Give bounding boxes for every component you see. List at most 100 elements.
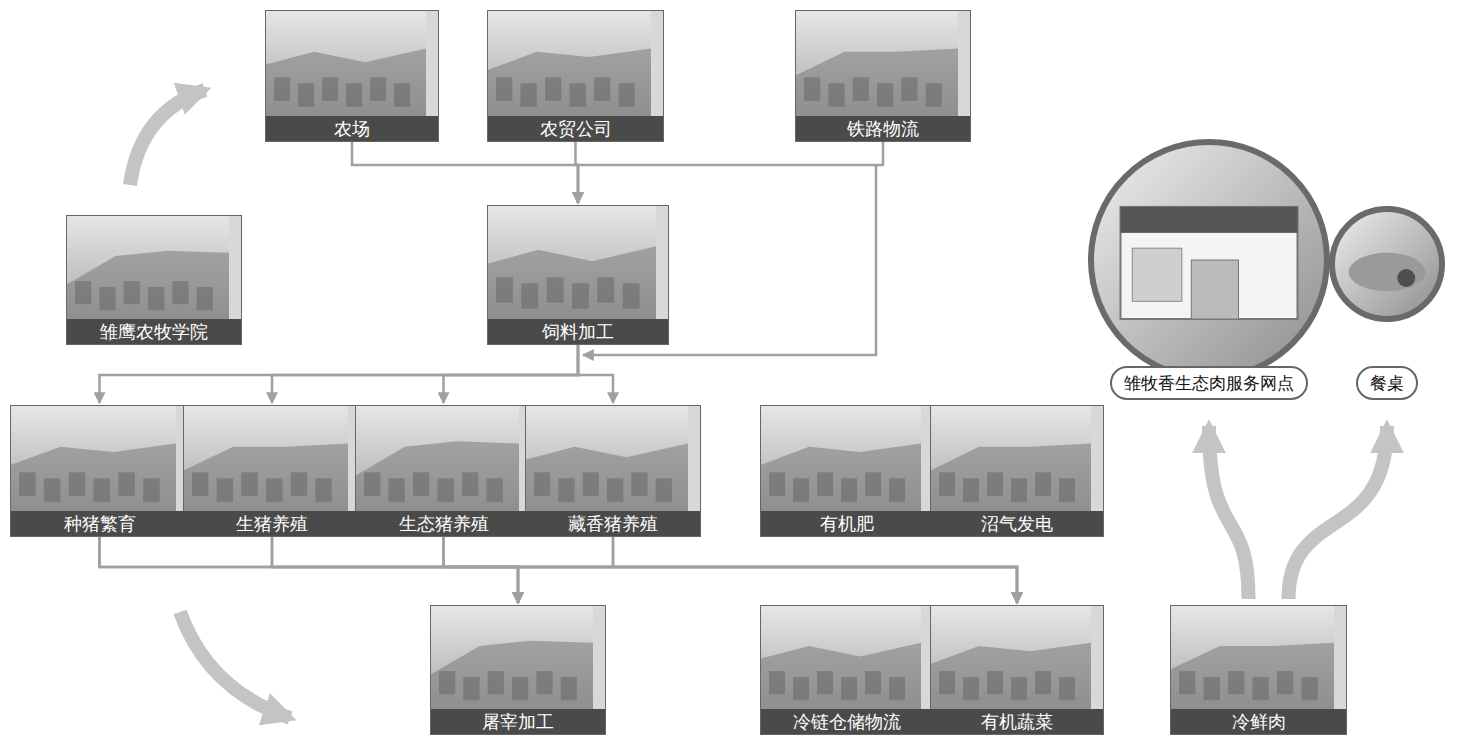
photo-detail xyxy=(266,478,282,502)
flow-connector xyxy=(272,537,518,603)
circle-outline xyxy=(1332,209,1442,319)
photo-box: 藏香猪养殖 xyxy=(525,405,701,537)
photo-detail xyxy=(512,677,528,700)
photo-detail xyxy=(817,671,833,694)
flow-connector xyxy=(272,537,1017,603)
photo-detail xyxy=(496,277,513,302)
photo-shape xyxy=(67,251,229,321)
photo-image xyxy=(931,406,1091,513)
box-label: 饲料加工 xyxy=(542,321,614,342)
photo-image xyxy=(1171,606,1334,711)
flow-connector xyxy=(444,537,519,603)
photo-detail xyxy=(496,77,512,101)
circle-outline xyxy=(1091,142,1327,378)
shop-front xyxy=(1121,207,1298,319)
photo-box: 铁路物流 xyxy=(795,10,971,142)
photo-box: 冷鲜肉 xyxy=(1170,605,1347,735)
photo-detail xyxy=(656,478,672,502)
garnish xyxy=(1397,269,1415,287)
photo-image xyxy=(356,406,519,513)
photo-detail xyxy=(1228,671,1244,694)
photo-ground xyxy=(431,606,593,711)
photo-ground xyxy=(356,406,519,513)
photo-detail xyxy=(1277,671,1293,694)
photo-detail xyxy=(853,77,869,101)
photo-shape xyxy=(184,443,348,513)
photo-detail xyxy=(623,283,640,308)
photo-shape xyxy=(488,246,656,321)
photo-detail xyxy=(124,281,140,304)
photo-detail xyxy=(939,671,955,694)
photo-shape xyxy=(488,48,651,118)
photo-detail xyxy=(1302,677,1318,700)
photo-image xyxy=(931,606,1091,711)
photo-detail xyxy=(534,472,550,496)
photo-detail xyxy=(939,472,955,496)
photo-detail xyxy=(462,472,478,496)
photo-shape xyxy=(931,443,1091,513)
box-label: 铁路物流 xyxy=(847,118,919,139)
label-bar: 藏香猪养殖 xyxy=(526,511,700,536)
photo-image xyxy=(11,406,176,513)
photo-detail xyxy=(547,277,564,302)
photo-detail xyxy=(394,83,410,107)
label-bar: 种猪繁育 xyxy=(11,511,188,536)
photo-detail xyxy=(487,478,503,502)
photo-detail xyxy=(817,472,833,496)
photo-detail xyxy=(370,77,386,101)
label-bar: 屠宰加工 xyxy=(431,709,605,734)
big-arrow xyxy=(180,612,290,718)
photo-detail xyxy=(828,83,844,107)
circle-node: 餐桌 xyxy=(1328,205,1446,400)
photo-detail xyxy=(148,287,164,310)
photo-detail xyxy=(570,83,586,107)
photo-detail xyxy=(521,83,537,107)
photo-detail xyxy=(94,478,111,502)
label-bar: 冷链仓储物流 xyxy=(761,709,933,734)
photo-shape xyxy=(526,443,688,513)
photo-box: 有机肥 xyxy=(760,405,934,537)
shop-window xyxy=(1132,248,1182,301)
photo-box: 种猪繁育 xyxy=(10,405,189,537)
label-bar: 沼气发电 xyxy=(931,511,1103,536)
photo-ground xyxy=(796,11,958,118)
photo-box: 有机蔬菜 xyxy=(930,605,1104,735)
photo-image xyxy=(488,206,656,321)
photo-detail xyxy=(1059,478,1075,502)
photo-image xyxy=(67,216,229,321)
photo-detail xyxy=(1011,677,1027,700)
photo-detail xyxy=(889,677,905,700)
photo-detail xyxy=(463,677,479,700)
photo-detail xyxy=(172,281,188,304)
photo-detail xyxy=(1059,677,1075,700)
photo-detail xyxy=(594,77,610,101)
photo-detail xyxy=(192,472,208,496)
photo-shape xyxy=(11,443,176,513)
big-arrow xyxy=(130,90,205,185)
photo-detail xyxy=(291,472,307,496)
photo-detail xyxy=(99,287,115,310)
photo-detail xyxy=(521,283,538,308)
photo-shape xyxy=(431,641,593,711)
photo-detail xyxy=(607,478,623,502)
photo-detail xyxy=(877,83,893,107)
photo-box: 饲料加工 xyxy=(487,205,669,345)
box-label: 冷链仓储物流 xyxy=(793,711,901,732)
box-label: 农贸公司 xyxy=(540,118,612,139)
photo-detail xyxy=(19,472,36,496)
photo-detail xyxy=(545,77,561,101)
photo-detail xyxy=(298,83,314,107)
shop-door xyxy=(1191,260,1238,319)
box-label: 生猪养殖 xyxy=(236,513,308,534)
photo-shape xyxy=(761,443,921,513)
photo-detail xyxy=(804,77,820,101)
box-label: 沼气发电 xyxy=(981,513,1053,534)
photo-image xyxy=(266,11,426,118)
photo-detail xyxy=(75,281,91,304)
flow-connector xyxy=(100,537,519,603)
photo-detail xyxy=(389,478,405,502)
photo-ground xyxy=(931,606,1091,711)
photo-detail xyxy=(438,478,454,502)
photo-detail xyxy=(1253,677,1269,700)
photo-detail xyxy=(901,77,917,101)
